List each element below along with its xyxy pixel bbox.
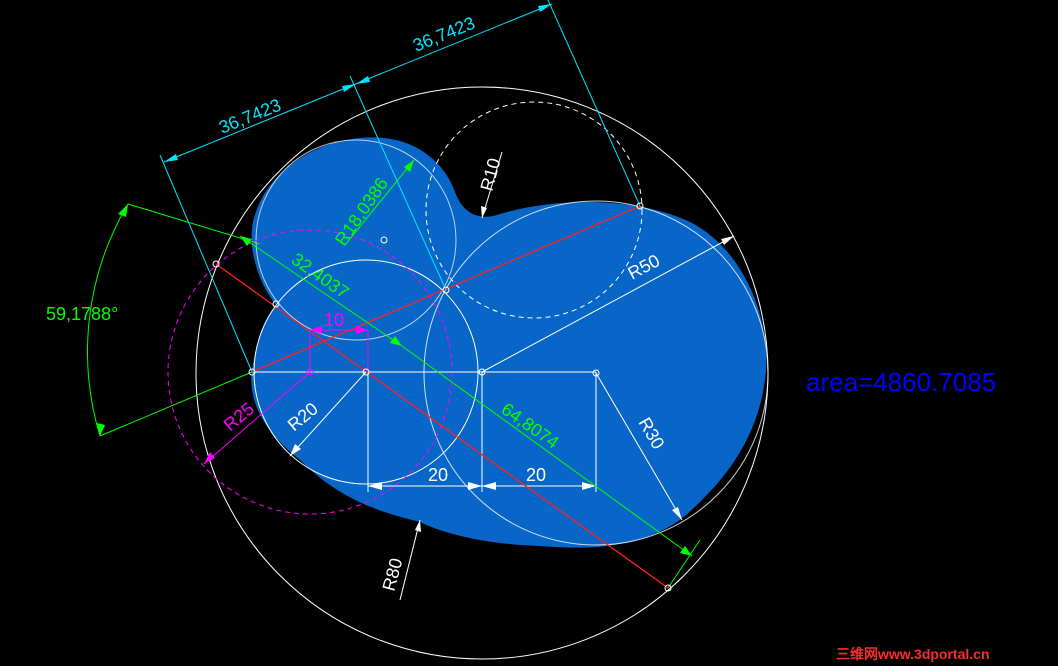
green-dim-64: [401, 345, 693, 557]
cyan-ext-left: [159, 154, 253, 373]
arrow-left-20: [368, 482, 382, 490]
leader-r30: [595, 372, 683, 521]
arrow-r18: [404, 160, 414, 172]
cyan-ext-mid: [349, 75, 447, 291]
dim-horiz-left: 20: [428, 465, 448, 485]
leader-r50: [481, 235, 735, 373]
arrow-green-64-end: [680, 546, 692, 556]
arrow-magenta-10-right: [356, 326, 368, 334]
arrow-r50: [721, 236, 734, 245]
circle-center-r50: [423, 200, 769, 546]
point-magenta-center: [306, 368, 314, 376]
arrow-angle-bottom: [97, 423, 105, 436]
arrow-cyan-mid-b: [356, 76, 370, 84]
green-ext-64: [667, 539, 701, 589]
leader-r20: [289, 371, 367, 457]
arrow-angle-top: [118, 204, 128, 217]
arrow-magenta-10-left: [310, 326, 322, 334]
dim-10: 10: [324, 310, 344, 330]
arrow-mid-20a: [468, 482, 482, 490]
cyan-ext-right: [547, 0, 641, 207]
leader-r18: [344, 159, 415, 246]
arrow-r10: [481, 206, 487, 218]
arrow-green-32-end: [390, 336, 402, 346]
dim-horiz-right: 20: [526, 465, 546, 485]
arrow-cyan-right: [538, 4, 552, 12]
red-line-long: [215, 263, 669, 589]
watermark-text: 三维网www.3dportal.cn: [836, 646, 990, 662]
arrow-r20: [290, 444, 301, 456]
angle-arc: [87, 203, 129, 437]
arrow-r25: [204, 452, 215, 464]
circle-top-dashed: [425, 101, 643, 319]
leader-r80: [399, 519, 421, 601]
point-markers: [212, 202, 672, 592]
leader-r25: [203, 371, 311, 465]
green-dim-32: [239, 235, 403, 347]
arrow-mid-20b: [482, 482, 496, 490]
green-ext-lower: [99, 371, 253, 437]
arrow-r30: [672, 507, 682, 520]
arrow-cyan-left: [164, 154, 178, 162]
circle-top-left: [255, 139, 457, 341]
area-label: area=4860.7085: [806, 367, 996, 397]
arrow-right-20: [582, 482, 596, 490]
leader-r10: [481, 151, 503, 219]
green-ext-upper: [127, 203, 261, 245]
arrow-cyan-mid-a: [342, 84, 356, 92]
dim-angle: 59,1788°: [46, 304, 118, 324]
arrow-r80: [415, 520, 421, 532]
